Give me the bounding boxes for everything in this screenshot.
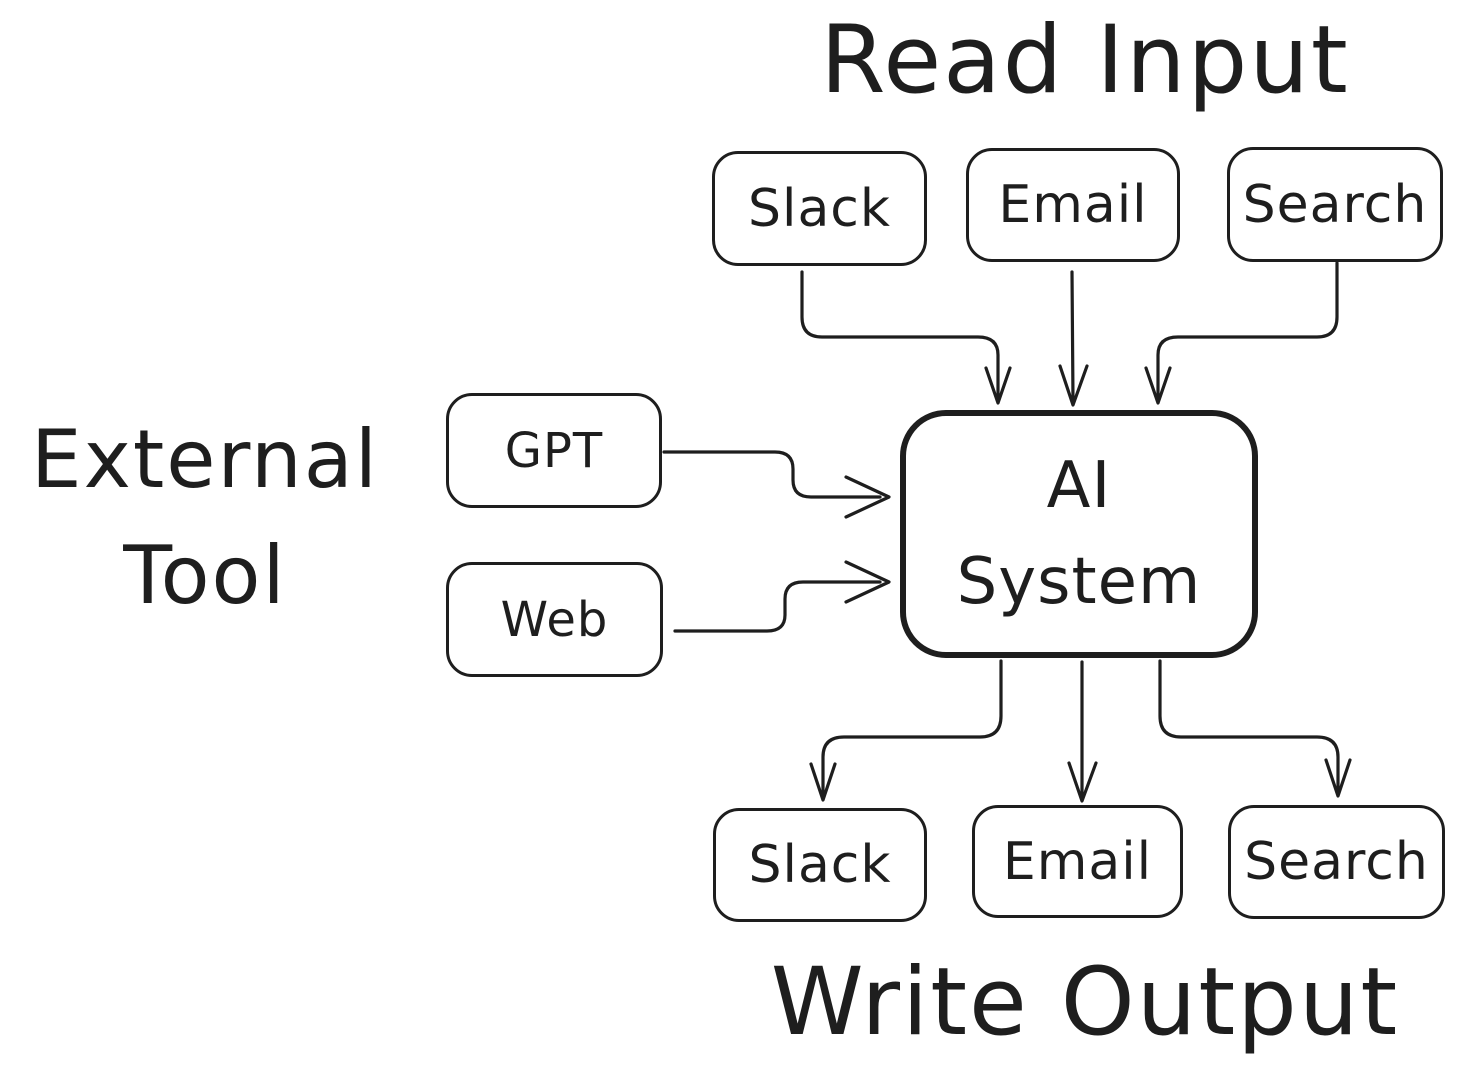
title-write-output: Write Output bbox=[770, 948, 1400, 1057]
arrow-ai-to-search-output bbox=[1158, 659, 1352, 798]
node-slack-output: Slack bbox=[713, 808, 927, 922]
arrow-ai-to-email-output bbox=[1067, 660, 1098, 803]
node-search-input-label: Search bbox=[1242, 174, 1428, 235]
arrow-slack-input-to-ai bbox=[800, 270, 1012, 405]
node-slack-input: Slack bbox=[712, 151, 927, 266]
title-read-input: Read Input bbox=[820, 6, 1350, 115]
arrow-gpt-to-ai bbox=[662, 450, 891, 519]
title-external-tool-line2: Tool bbox=[123, 529, 287, 622]
node-ai-system-line1: AI bbox=[1046, 449, 1112, 523]
title-external-tool-line1: External bbox=[31, 413, 379, 506]
node-ai-system-line2: System bbox=[956, 545, 1202, 619]
arrow-email-input-to-ai bbox=[1058, 270, 1089, 407]
node-search-output-label: Search bbox=[1244, 832, 1429, 892]
node-gpt-label: GPT bbox=[504, 422, 604, 479]
arrow-web-to-ai bbox=[673, 560, 891, 633]
node-slack-output-label: Slack bbox=[748, 835, 892, 895]
node-search-output: Search bbox=[1228, 805, 1445, 919]
arrow-ai-to-slack-output bbox=[809, 659, 1003, 802]
node-web: Web bbox=[446, 562, 663, 677]
node-slack-input-label: Slack bbox=[747, 178, 892, 239]
node-email-output: Email bbox=[972, 805, 1183, 918]
node-search-input: Search bbox=[1227, 147, 1443, 262]
arrow-search-input-to-ai bbox=[1144, 261, 1339, 405]
node-email-input: Email bbox=[966, 148, 1180, 262]
node-web-label: Web bbox=[500, 591, 609, 648]
node-email-output-label: Email bbox=[1002, 831, 1153, 892]
node-ai-system: AI System bbox=[900, 410, 1258, 658]
title-external-tool: External Tool bbox=[0, 402, 410, 634]
node-gpt: GPT bbox=[446, 393, 662, 508]
node-email-input-label: Email bbox=[998, 175, 1148, 235]
